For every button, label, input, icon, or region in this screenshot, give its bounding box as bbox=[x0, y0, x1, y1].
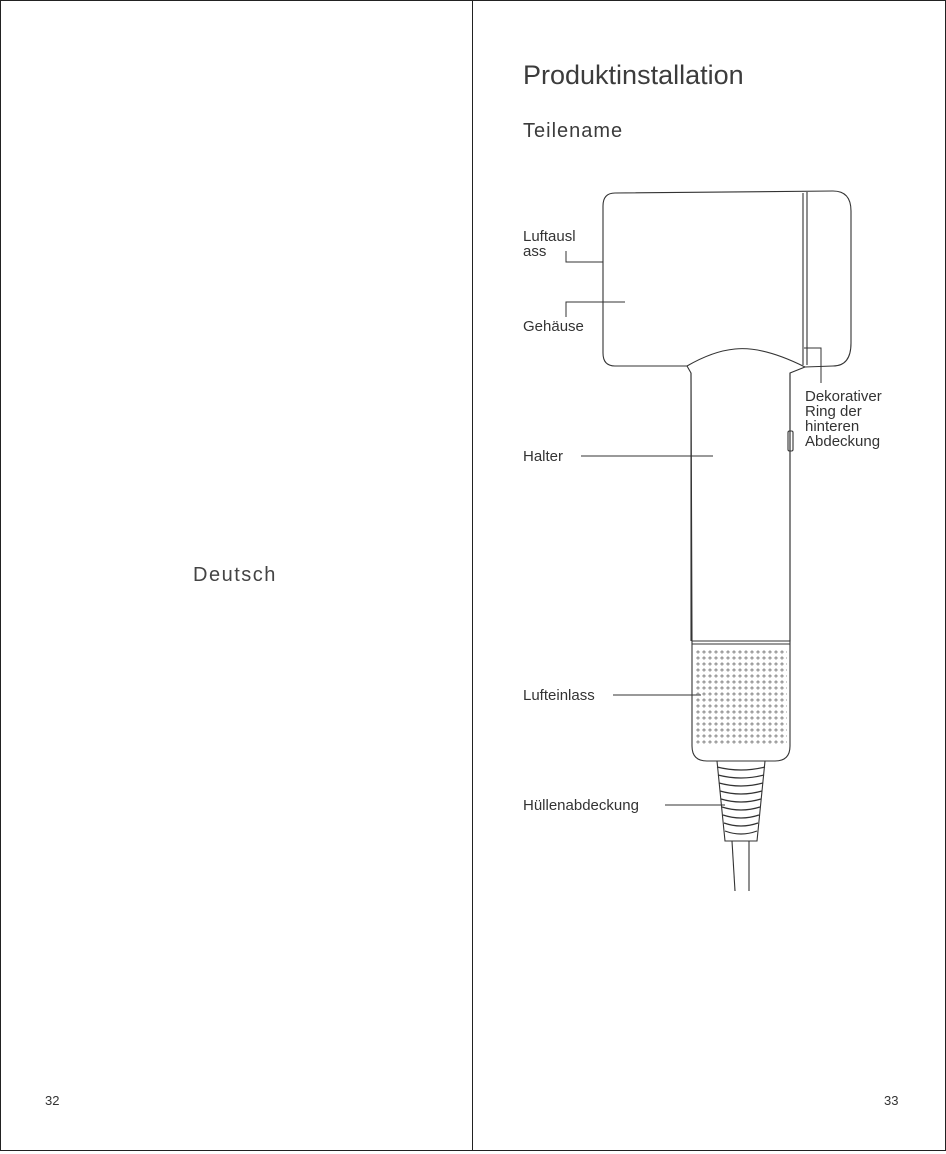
sleeve-ribs bbox=[717, 767, 765, 834]
left-page: Deutsch 32 bbox=[0, 0, 473, 1151]
page-number-right: 33 bbox=[884, 1093, 898, 1108]
dryer-head bbox=[603, 191, 851, 367]
cable-left bbox=[732, 841, 735, 891]
label-housing: Gehäuse bbox=[523, 319, 584, 334]
air-inlet-mesh bbox=[696, 650, 787, 744]
label-sleeve-cover: Hüllenabdeckung bbox=[523, 798, 639, 813]
label-holder: Halter bbox=[523, 449, 563, 464]
leader-housing bbox=[566, 302, 625, 317]
right-page: Produktinstallation Teilename bbox=[473, 0, 946, 1151]
language-heading: Deutsch bbox=[193, 564, 277, 587]
sleeve-cover bbox=[717, 761, 765, 841]
label-air-outlet: Luftausl ass bbox=[523, 229, 576, 259]
page-number-left: 32 bbox=[45, 1093, 59, 1108]
hair-dryer-diagram bbox=[473, 1, 946, 1152]
label-air-inlet: Lufteinlass bbox=[523, 688, 595, 703]
handle bbox=[687, 366, 805, 641]
label-decorative-ring: Dekorativer Ring der hinteren Abdeckung bbox=[805, 389, 882, 449]
